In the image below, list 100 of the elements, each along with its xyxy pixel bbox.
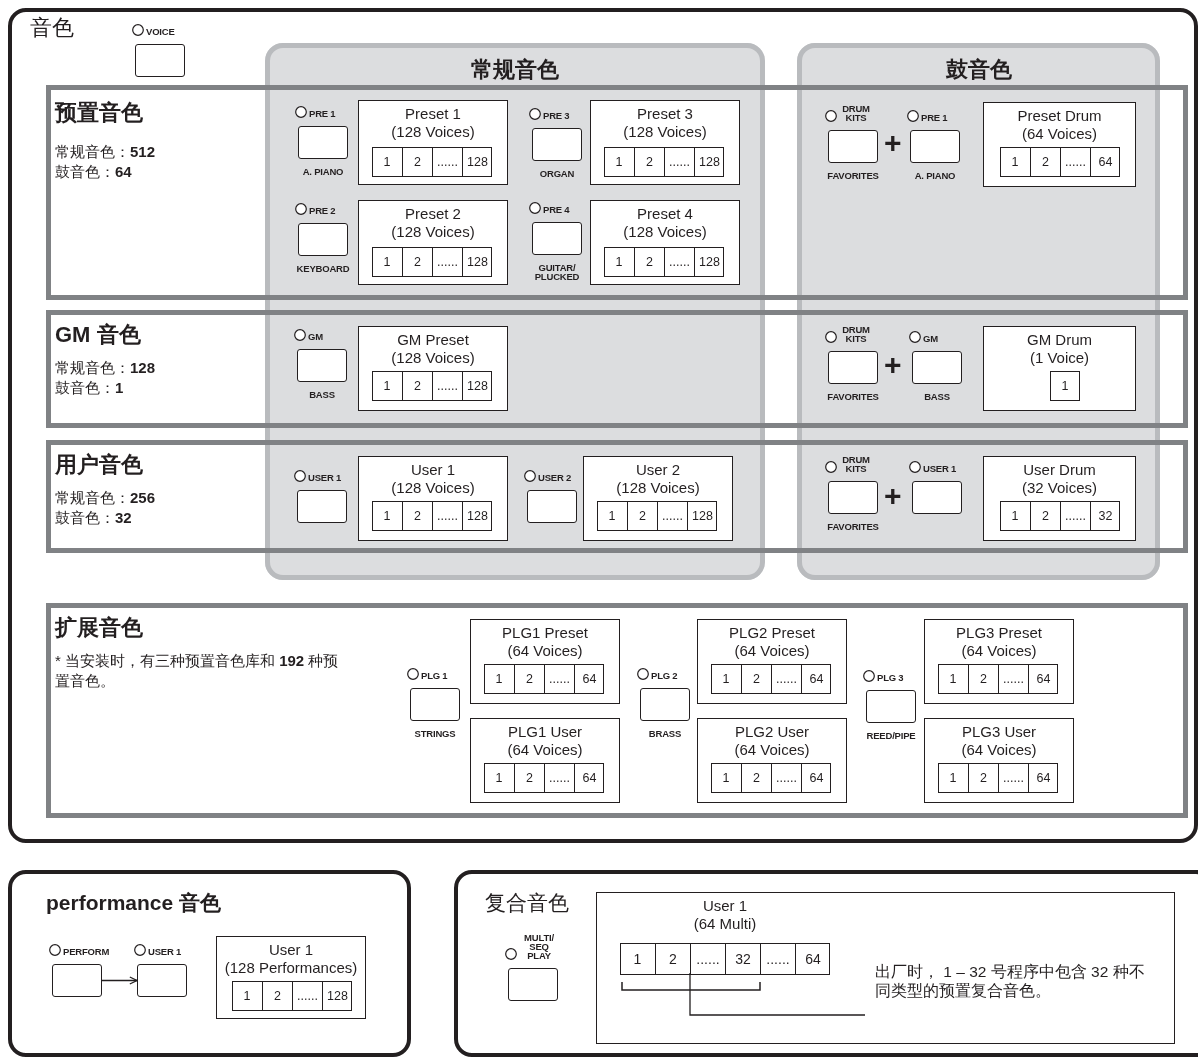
bank-name: GM Preset bbox=[396, 331, 470, 349]
number-cell: ...... bbox=[664, 247, 694, 277]
bank-name: (64 Voices) bbox=[733, 642, 811, 660]
button-label: USER 2 bbox=[538, 473, 572, 482]
button-label: USER 1 bbox=[308, 473, 342, 482]
panel-button bbox=[866, 690, 916, 723]
number-cell: 128 bbox=[462, 371, 492, 401]
button-label: GM bbox=[308, 332, 323, 341]
panel-button bbox=[912, 481, 962, 514]
number-cell: 2 bbox=[968, 664, 998, 694]
number-cell: 32 bbox=[1090, 501, 1120, 531]
panel-button bbox=[508, 968, 558, 1001]
bank-box bbox=[924, 718, 1074, 803]
bank-box bbox=[596, 892, 1175, 1044]
number-strip bbox=[711, 763, 831, 793]
bank-name: (32 Voices) bbox=[1020, 479, 1098, 497]
number-cell-text: 1 bbox=[1010, 154, 1020, 171]
bank-name: Preset Drum bbox=[1016, 107, 1103, 125]
column-title: 常规音色 bbox=[470, 56, 560, 84]
voice-count: 鼓音色：1 bbox=[55, 378, 125, 398]
panel-title: 复合音色 bbox=[485, 890, 569, 916]
number-cell: ...... bbox=[760, 943, 795, 975]
section-frame bbox=[46, 603, 1188, 818]
number-cell-text: 1 bbox=[721, 770, 731, 787]
bank-name: PLG2 User bbox=[733, 723, 811, 741]
button-label: PRE 2 bbox=[309, 206, 336, 215]
bank-name: (128 Voices) bbox=[615, 479, 701, 497]
bank-name: (128 Voices) bbox=[390, 123, 476, 141]
number-cell: ...... bbox=[432, 501, 462, 531]
number-cell: 64 bbox=[801, 763, 831, 793]
plus-sign: + bbox=[884, 128, 902, 158]
number-strip bbox=[1000, 501, 1120, 531]
bank-name: (128 Voices) bbox=[390, 479, 476, 497]
number-cell-text: 1 bbox=[948, 770, 958, 787]
number-cell-text: 1 bbox=[382, 254, 392, 271]
panel-button bbox=[828, 351, 878, 384]
bank-name: User 2 bbox=[634, 461, 682, 479]
section-title: 扩展音色 bbox=[55, 614, 144, 642]
voice-panel bbox=[8, 870, 411, 1057]
voice-count: 鼓音色：64 bbox=[55, 162, 133, 182]
section-title: GM 音色 bbox=[55, 321, 142, 349]
section-title: 用户音色 bbox=[55, 451, 144, 479]
section-title: 预置音色 bbox=[55, 99, 144, 127]
section-frame bbox=[46, 310, 1188, 428]
voice-count: 常规音色：512 bbox=[55, 142, 156, 162]
number-cell: 64 bbox=[574, 664, 604, 694]
button-caption: GUITAR/ PLUCKED bbox=[533, 263, 581, 281]
number-cell: ...... bbox=[690, 943, 725, 975]
bank-name: (64 Voices) bbox=[960, 741, 1038, 759]
bank-name: GM Drum bbox=[1026, 331, 1093, 349]
number-cell: ...... bbox=[771, 664, 801, 694]
button-caption: KEYBOARD bbox=[295, 264, 351, 273]
number-cell-text: 1 bbox=[1060, 378, 1070, 395]
number-cell-text: 1 bbox=[382, 154, 392, 171]
button-label: PLG 3 bbox=[877, 673, 904, 682]
bank-name: (128 Performances) bbox=[223, 959, 359, 977]
footnote: * 当安装时，有三种预置音色库和 192 种预置音色。 bbox=[55, 651, 340, 691]
number-strip bbox=[372, 501, 492, 531]
number-cell: 64 bbox=[1028, 763, 1058, 793]
button-label: PLG 1 bbox=[421, 671, 448, 680]
button-label: MULTI/ SEQ PLAY bbox=[523, 933, 555, 960]
panel-button bbox=[298, 223, 348, 256]
panel-button bbox=[527, 490, 577, 523]
number-cell-text: 1 bbox=[614, 254, 624, 271]
number-cell: 2 bbox=[514, 763, 544, 793]
number-cell: 64 bbox=[574, 763, 604, 793]
bank-box bbox=[358, 200, 508, 285]
number-cell: 64 bbox=[795, 943, 830, 975]
section-frame bbox=[46, 440, 1188, 553]
bank-name: (128 Voices) bbox=[622, 123, 708, 141]
number-strip bbox=[1050, 371, 1080, 401]
button-label: PERFORM bbox=[63, 947, 110, 956]
panel-title: 音色 bbox=[30, 14, 74, 42]
plus-sign: + bbox=[884, 481, 902, 511]
bank-name: (128 Voices) bbox=[390, 349, 476, 367]
number-strip bbox=[604, 147, 724, 177]
panel-button bbox=[532, 128, 582, 161]
number-strip bbox=[938, 664, 1058, 694]
number-cell-text: 1 bbox=[1010, 508, 1020, 525]
number-cell: ...... bbox=[432, 147, 462, 177]
bank-name: (64 Multi) bbox=[692, 915, 758, 933]
bank-box bbox=[983, 456, 1136, 541]
number-cell: ...... bbox=[1060, 501, 1090, 531]
bank-name: (1 Voice) bbox=[1028, 349, 1091, 367]
number-strip bbox=[597, 501, 717, 531]
number-cell: ...... bbox=[432, 247, 462, 277]
button-label: VOICE bbox=[146, 27, 175, 36]
number-cell-text: 1 bbox=[382, 508, 392, 525]
bank-name: Preset 4 bbox=[636, 205, 694, 223]
panel-button bbox=[137, 964, 187, 997]
number-cell: ...... bbox=[998, 664, 1028, 694]
panel-button bbox=[910, 130, 960, 163]
note-text: 出厂时， 1 – 32 号程序中包含 32 种不同类型的预置复合音色。 bbox=[875, 962, 1146, 1000]
bank-name: User 1 bbox=[701, 897, 749, 915]
number-strip bbox=[620, 943, 830, 975]
voice-panel bbox=[454, 870, 1198, 1057]
panel-button bbox=[828, 481, 878, 514]
button-label: PRE 1 bbox=[921, 113, 948, 122]
bank-name: User 1 bbox=[267, 941, 315, 959]
bank-name: (64 Voices) bbox=[506, 642, 584, 660]
